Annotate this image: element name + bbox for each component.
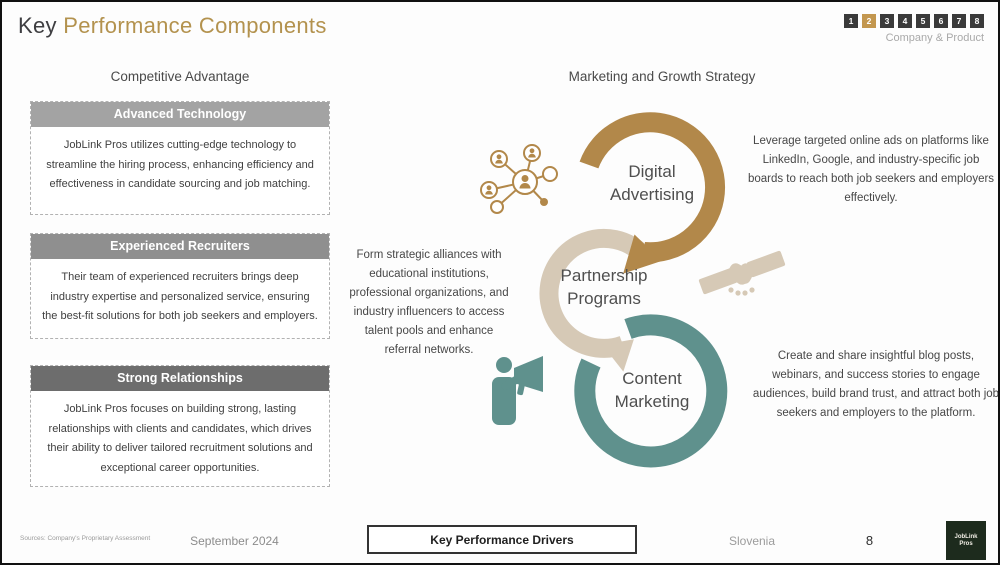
heading-competitive-advantage: Competitive Advantage [110, 69, 250, 84]
cycle-label-content-marketing: Content Marketing [572, 367, 732, 413]
key-performance-drivers-button[interactable]: Key Performance Drivers [367, 525, 637, 554]
page-title-prefix: Key [18, 13, 64, 38]
advantage-box-title: Advanced Technology [31, 102, 329, 127]
cycle-label-line: Digital [628, 162, 676, 181]
advantage-box-title: Strong Relationships [31, 366, 329, 391]
joblink-pros-logo: JobLink Pros [946, 521, 986, 560]
pager-page-1[interactable]: 1 [844, 14, 858, 28]
people-network-icon [480, 144, 558, 214]
pager-page-8[interactable]: 8 [970, 14, 984, 28]
cycle-label-line: Content [622, 369, 682, 388]
footer-date: September 2024 [190, 534, 279, 548]
cycle-label-line: Programs [567, 289, 641, 308]
megaphone-person-icon [492, 356, 543, 425]
heading-marketing-growth-strategy: Marketing and Growth Strategy [568, 69, 756, 84]
advantage-box-body: JobLink Pros utilizes cutting-edge techn… [46, 139, 314, 190]
footer-country: Slovenia [728, 534, 776, 548]
advantage-box-experienced-recruiters: Experienced Recruiters Their team of exp… [30, 233, 330, 339]
description-digital-advertising: Leverage targeted online ads on platform… [747, 135, 995, 204]
pager-page-7[interactable]: 7 [952, 14, 966, 28]
description-partnership-programs: Form strategic alliances with educationa… [349, 249, 509, 356]
pager-page-5[interactable]: 5 [916, 14, 930, 28]
advantage-box-strong-relationships: Strong Relationships JobLink Pros focuse… [30, 365, 330, 487]
pager-page-4[interactable]: 4 [898, 14, 912, 28]
pager-row: 1 2 3 4 5 6 7 8 [844, 14, 984, 28]
logo-line: Pros [959, 540, 973, 547]
pager-page-6[interactable]: 6 [934, 14, 948, 28]
page-title-highlight: Performance Components [63, 13, 327, 38]
handshake-icon [698, 250, 786, 296]
cycle-label-line: Marketing [614, 392, 690, 411]
cycle-label-line: Partnership [560, 266, 648, 285]
advantage-box-title: Experienced Recruiters [31, 234, 329, 259]
pager-page-3[interactable]: 3 [880, 14, 894, 28]
sources-note: Sources: Company's Proprietary Assessmen… [20, 535, 151, 542]
advantage-box-advanced-technology: Advanced Technology JobLink Pros utilize… [30, 101, 330, 215]
logo-line: JobLink [954, 533, 978, 540]
advantage-box-body: Their team of experienced recruiters bri… [42, 271, 318, 322]
description-content-marketing: Create and share insightful blog posts, … [752, 350, 1000, 419]
pager-caption: Company & Product [885, 32, 984, 44]
cycle-label-digital-advertising: Digital Advertising [572, 160, 732, 206]
cycle-label-line: Advertising [609, 185, 695, 204]
cycle-label-partnership-programs: Partnership Programs [524, 264, 684, 310]
footer-page-number: 8 [865, 533, 874, 548]
advantage-box-body: JobLink Pros focuses on building strong,… [47, 403, 313, 474]
pager-page-2-active[interactable]: 2 [862, 14, 876, 28]
people-network-figures [485, 148, 548, 206]
slide-pager: 1 2 3 4 5 6 7 8 Company & Product [844, 14, 984, 44]
page-title: Key Performance Components [18, 13, 327, 39]
